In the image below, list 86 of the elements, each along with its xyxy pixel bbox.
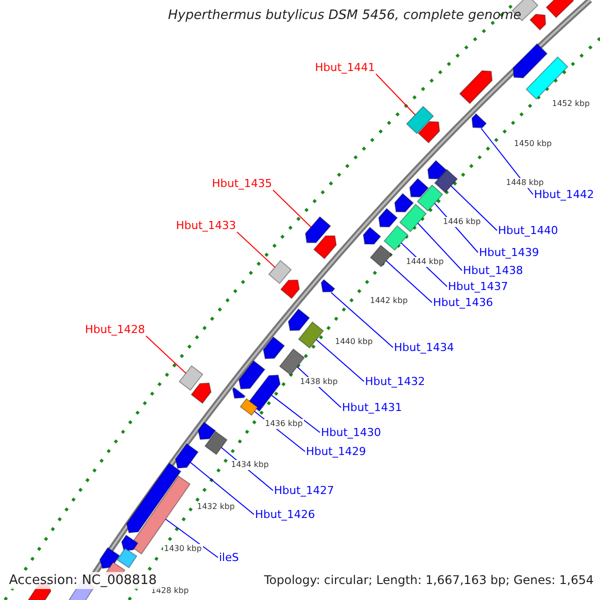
leader-line bbox=[386, 260, 432, 303]
leader-line bbox=[190, 462, 254, 515]
leader-line bbox=[417, 222, 462, 271]
gene-block bbox=[198, 422, 216, 440]
gene-block bbox=[383, 225, 409, 251]
leader-line bbox=[146, 336, 186, 374]
gene-block bbox=[394, 192, 414, 212]
gene-block bbox=[427, 160, 447, 180]
gene-block bbox=[280, 280, 300, 300]
leader-line bbox=[165, 518, 218, 558]
gene-label: Hbut_1436 bbox=[433, 296, 494, 309]
gene-block bbox=[190, 382, 212, 404]
gene-label: Hbut_1427 bbox=[274, 484, 334, 497]
gene-label: Hbut_1433 bbox=[176, 219, 236, 232]
gene-block bbox=[370, 244, 392, 268]
scale-label: 1442 kbp bbox=[369, 296, 409, 306]
gene-block bbox=[126, 462, 182, 534]
gene-block bbox=[238, 360, 266, 390]
leader-line bbox=[271, 394, 320, 433]
leader-line bbox=[272, 190, 312, 228]
gene-label: Hbut_1437 bbox=[448, 280, 508, 293]
summary-text: Topology: circular; Length: 1,667,163 bp; Genes: 1,654 bbox=[262, 574, 596, 587]
gene-block bbox=[298, 321, 324, 349]
scale-label: 1446 kbp bbox=[442, 217, 482, 227]
gene-block bbox=[406, 106, 434, 134]
map-title: Hyperthermus butylicus DSM 5456, complete genome bbox=[168, 9, 522, 22]
gene-label: Hbut_1432 bbox=[365, 375, 426, 388]
scale-label: 1436 kbp bbox=[264, 419, 304, 429]
scale-label: 1448 kbp bbox=[505, 178, 545, 188]
scale-label: 1438 kbp bbox=[299, 377, 339, 387]
gene-block bbox=[512, 43, 548, 78]
gene-label: Hbut_1442 bbox=[534, 188, 594, 201]
gene-label: Hbut_1435 bbox=[212, 177, 272, 190]
gene-block bbox=[204, 430, 228, 456]
gene-block bbox=[121, 534, 138, 552]
gene-label: Hbut_1429 bbox=[306, 445, 366, 458]
gene-label: Hbut_1426 bbox=[255, 508, 316, 521]
scale-label: 1452 kbp bbox=[551, 99, 591, 109]
gene-label: Hbut_1428 bbox=[85, 323, 146, 336]
leader-line bbox=[316, 339, 364, 382]
gene-block bbox=[262, 336, 286, 360]
gene-block bbox=[248, 374, 281, 412]
leader-line bbox=[376, 74, 416, 116]
gene-label: Hbut_1438 bbox=[463, 264, 524, 277]
scale-label: 1428 kbp bbox=[150, 586, 190, 596]
scale-label: 1450 kbp bbox=[513, 139, 553, 149]
gene-label: Hbut_1430 bbox=[321, 426, 382, 439]
leader-line bbox=[450, 185, 498, 231]
gene-block bbox=[526, 56, 568, 100]
scale-label: 1444 kbp bbox=[405, 257, 445, 267]
leader-line bbox=[236, 232, 276, 268]
gene-block bbox=[174, 443, 199, 469]
leader-line bbox=[330, 292, 394, 348]
gene-block bbox=[399, 204, 427, 232]
gene-block bbox=[313, 235, 337, 260]
gene-label: Hbut_1441 bbox=[315, 61, 376, 74]
gene-block bbox=[99, 547, 120, 569]
gene-block bbox=[459, 70, 493, 104]
gene-block bbox=[434, 168, 458, 194]
gene-block bbox=[416, 184, 444, 212]
gene-block bbox=[409, 178, 429, 198]
gene-block bbox=[320, 278, 336, 292]
gene-block bbox=[279, 348, 305, 376]
accession-text: Accession: NC_008818 bbox=[6, 572, 160, 589]
gene-block bbox=[546, 0, 574, 18]
gene-block bbox=[268, 260, 292, 284]
gene-block bbox=[116, 548, 138, 568]
gene-label: Hbut_1434 bbox=[394, 341, 454, 354]
gene-block bbox=[304, 216, 332, 244]
scale-label: 1430 kbp bbox=[163, 544, 203, 554]
scale-label: 1432 kbp bbox=[196, 502, 236, 512]
gene-label: Hbut_1431 bbox=[342, 401, 402, 414]
gene-block bbox=[378, 208, 398, 228]
gene-block bbox=[240, 398, 258, 416]
scale-label: 1440 kbp bbox=[334, 337, 374, 347]
scale-label: 1434 kbp bbox=[230, 460, 270, 470]
gene-block bbox=[178, 365, 204, 391]
gene-label: Hbut_1439 bbox=[479, 246, 540, 259]
gene-block bbox=[232, 386, 246, 399]
gene-block bbox=[471, 113, 487, 128]
gene-block bbox=[529, 14, 546, 31]
gene-block bbox=[418, 121, 440, 144]
gene-label: ileS bbox=[219, 551, 239, 564]
gene-block bbox=[288, 308, 310, 332]
gene-block bbox=[362, 226, 382, 245]
gene-label: Hbut_1440 bbox=[498, 224, 558, 237]
